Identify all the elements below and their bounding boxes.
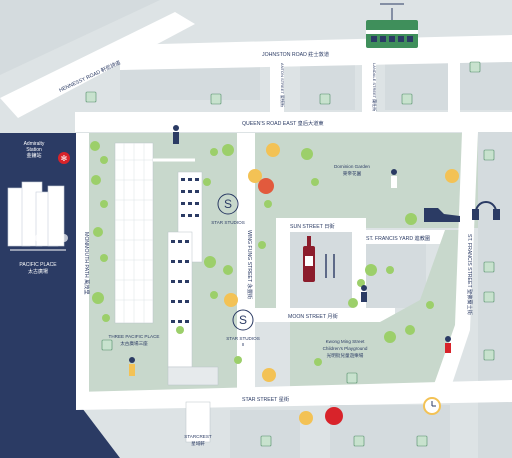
star-studios-logo — [232, 309, 254, 331]
admiralty-station-label: Station — [26, 147, 42, 153]
three-pacific-place-label: THREE PACIFIC PLACE — [109, 334, 160, 339]
kwong-ming-playground[interactable] — [290, 230, 470, 392]
lamp-icon — [258, 178, 274, 194]
tree — [60, 234, 68, 242]
monmouth-path-label: MONMOUTH PATH 萬茂里 — [83, 232, 91, 295]
dominion-garden-label: 東帝花園 — [343, 170, 362, 177]
anton-street-road[interactable] — [270, 60, 284, 115]
block — [366, 244, 426, 308]
queens-road-east-label: QUEEN'S ROAD EAST 皇后大道東 — [242, 119, 324, 127]
monmouth-path-road[interactable] — [76, 133, 89, 403]
headphones-icon[interactable] — [472, 201, 500, 220]
pacific-place-label: PACIFIC PLACE — [19, 262, 57, 268]
star-studios-logo — [217, 193, 239, 215]
star-studios-ii-tower — [167, 231, 219, 386]
tree — [90, 141, 434, 366]
block — [478, 132, 512, 458]
moon-street-label: MOON STREET 月街 — [288, 312, 338, 320]
anton-street-label: ANTON STREET 晏頓街 — [280, 63, 286, 107]
block — [255, 218, 276, 318]
three-pacific-tower — [114, 142, 154, 324]
mtr-logo-icon[interactable] — [58, 152, 70, 164]
block — [458, 55, 512, 110]
st-francis-yard-label: ST. FRANCIS YARD 進教圍 — [366, 234, 430, 242]
wing-fung-street-label: WING FUNG STREET 永豐街 — [246, 230, 254, 299]
landale-street-road[interactable] — [362, 58, 376, 114]
st-francis-street-road[interactable] — [432, 132, 478, 390]
star-studios-logo: S — [239, 313, 247, 327]
fork-knife-icon — [325, 254, 335, 278]
starcrest-building — [185, 401, 211, 443]
admiralty-station-label: Admiralty — [24, 141, 45, 147]
landale-street-label: LANDALE STREET 蘭杜街 — [372, 63, 378, 111]
sun-street-road[interactable] — [276, 218, 366, 232]
pacific-place-slope — [76, 400, 120, 458]
tree — [35, 233, 45, 243]
chair-icon — [325, 407, 343, 425]
dominion-garden-label: Dominion Garden — [334, 164, 370, 169]
kwong-ming-playground-label: Kwong Ming Street — [326, 339, 366, 344]
moon-street-road[interactable] — [255, 308, 395, 322]
hennessy-road[interactable] — [0, 12, 195, 118]
admiralty-station-label: 金鐘站 — [26, 152, 41, 159]
road-segment[interactable] — [448, 58, 460, 114]
star-studios-logo: S — [224, 197, 232, 211]
person-figure — [129, 125, 451, 376]
three-pacific-place-label: 太古廣場三座 — [120, 340, 148, 347]
block — [0, 0, 160, 75]
star-street-road[interactable] — [76, 380, 512, 410]
sun-street-label: SUN STREET 日街 — [290, 222, 335, 230]
shopping-bag-icon[interactable] — [85, 61, 495, 447]
starcrest-label: STARCREST — [184, 434, 212, 439]
star-studios-label: STAR STUDIOS — [211, 220, 245, 225]
starcrest-label: 星域軒 — [191, 440, 205, 447]
queens-road-east[interactable] — [75, 112, 512, 132]
block — [290, 232, 352, 308]
wing-fung-street-road[interactable] — [237, 133, 255, 403]
block — [230, 410, 300, 458]
star-street-label: STAR STREET 星街 — [242, 395, 289, 403]
johnston-road-label: JOHNSTON ROAD 莊士敦道 — [262, 50, 329, 58]
fork-knife-icon[interactable] — [224, 143, 459, 425]
mtr-logo-icon: ✻ — [61, 154, 68, 163]
star-studios-ii-label: STAR STUDIOS — [226, 336, 260, 341]
pacific-place-label: 太古廣場 — [28, 268, 48, 275]
st-francis-street-label: ST. FRANCIS STREET 聖佛蘭士街 — [466, 234, 474, 315]
pacific-place-buildings — [7, 181, 65, 247]
kwong-ming-playground-label: 光明街兒童遊樂場 — [327, 352, 364, 359]
kwong-ming-playground-label: Children's Playground — [323, 346, 368, 351]
clock-icon[interactable] — [423, 397, 441, 415]
wine-bottle-icon[interactable] — [303, 236, 315, 282]
tram-icon[interactable] — [366, 3, 418, 48]
star-studios-ii-label: II — [242, 342, 245, 347]
road-segment[interactable] — [276, 218, 290, 318]
shoe-icon[interactable] — [424, 208, 460, 222]
